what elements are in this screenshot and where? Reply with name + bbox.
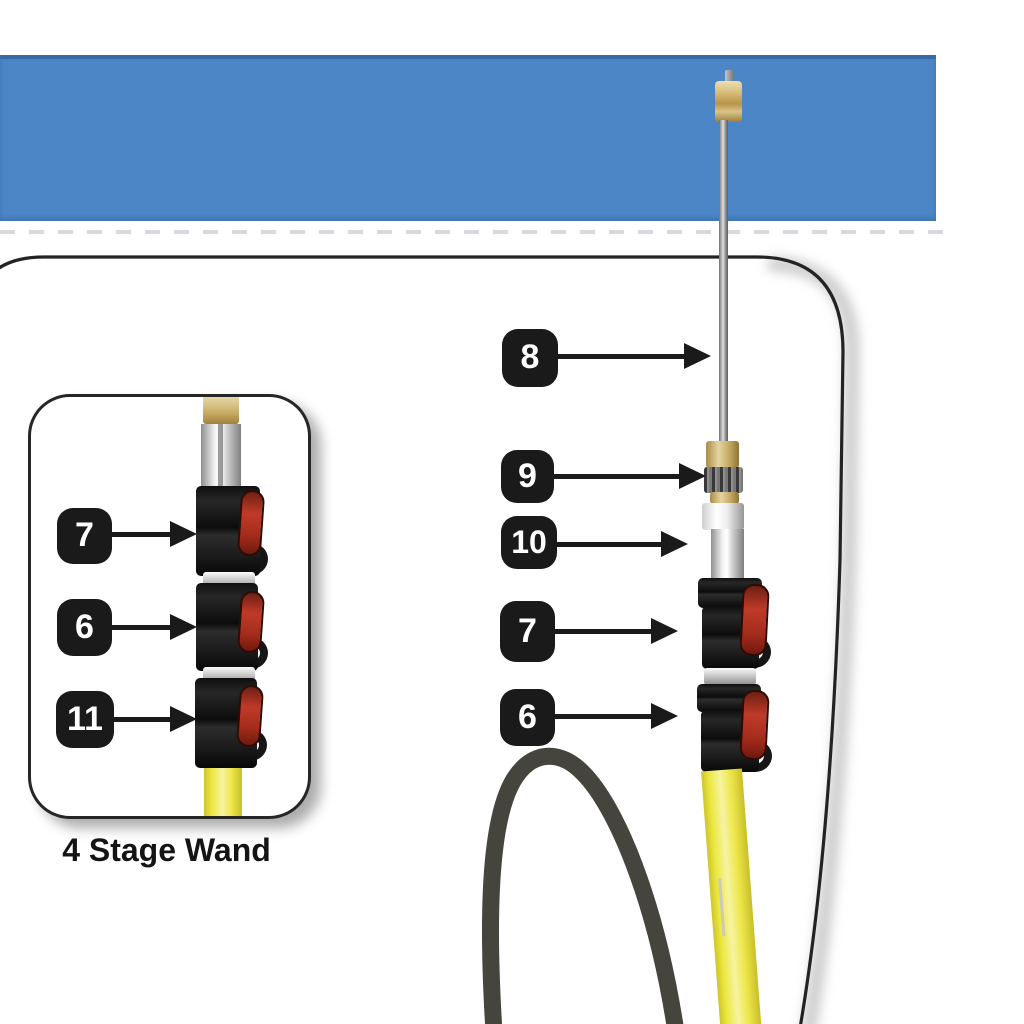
callout-number: 10 — [511, 523, 547, 560]
arrow-head-icon — [170, 706, 197, 732]
hose — [481, 747, 684, 1024]
panel-outline — [0, 255, 845, 1024]
callout-badge-8: 8 — [502, 329, 558, 387]
callout-badge-inset-6: 6 — [57, 599, 112, 656]
callout-badge-9: 9 — [501, 450, 554, 503]
inset-panel — [28, 394, 311, 819]
callout-arrow-inset-6 — [110, 625, 171, 630]
quick-connect-collar — [704, 467, 743, 493]
callout-badge-inset-7: 7 — [57, 508, 112, 564]
inset-lever-1 — [236, 489, 266, 557]
brass-ring — [710, 492, 739, 504]
nozzle-tip — [715, 81, 742, 122]
callout-number: 6 — [75, 607, 94, 646]
callout-arrow-inset-11 — [112, 717, 171, 722]
inset-brass-tip — [203, 397, 239, 424]
coupler-ring — [704, 668, 756, 685]
callout-number: 7 — [518, 611, 537, 650]
spray-rod — [719, 120, 728, 444]
callout-number: 9 — [518, 456, 537, 495]
callout-arrow-8 — [556, 354, 684, 359]
callout-badge-10: 10 — [501, 516, 557, 569]
arrow-head-icon — [651, 618, 678, 644]
inset-yellow-pole — [204, 768, 242, 816]
brass-fitting — [706, 441, 739, 468]
inset-chrome-seam — [218, 424, 223, 486]
callout-arrow-9 — [552, 474, 680, 479]
callout-arrow-10 — [555, 542, 662, 547]
callout-arrow-inset-7 — [110, 532, 171, 537]
callout-badge-inset-11: 11 — [56, 691, 114, 748]
callout-number: 7 — [75, 516, 94, 554]
inset-caption: 4 Stage Wand — [62, 832, 271, 868]
arrow-head-icon — [651, 703, 678, 729]
hex-nut — [702, 503, 744, 530]
callout-arrow-6 — [553, 714, 652, 719]
top-banner — [0, 55, 936, 221]
callout-badge-7: 7 — [500, 601, 555, 662]
arrow-head-icon — [170, 614, 197, 640]
pole-print-mark — [718, 878, 726, 937]
chrome-tube — [711, 529, 744, 579]
inset-lever-3 — [235, 684, 265, 748]
callout-badge-6: 6 — [500, 689, 555, 746]
callout-arrow-7 — [553, 629, 652, 634]
callout-number: 11 — [67, 699, 103, 738]
arrow-head-icon — [661, 531, 688, 557]
callout-number: 6 — [518, 697, 537, 736]
inset-lever-2 — [236, 590, 266, 654]
scan-artifact-line — [0, 230, 945, 234]
arrow-head-icon — [679, 463, 706, 489]
coupler-lever-2 — [739, 689, 770, 761]
callout-number: 8 — [520, 338, 540, 376]
arrow-head-icon — [684, 343, 711, 369]
arrow-head-icon — [170, 521, 197, 547]
coupler-lever-1 — [739, 583, 770, 657]
panel-shadow — [767, 257, 860, 1024]
nozzle-pin — [725, 70, 733, 83]
